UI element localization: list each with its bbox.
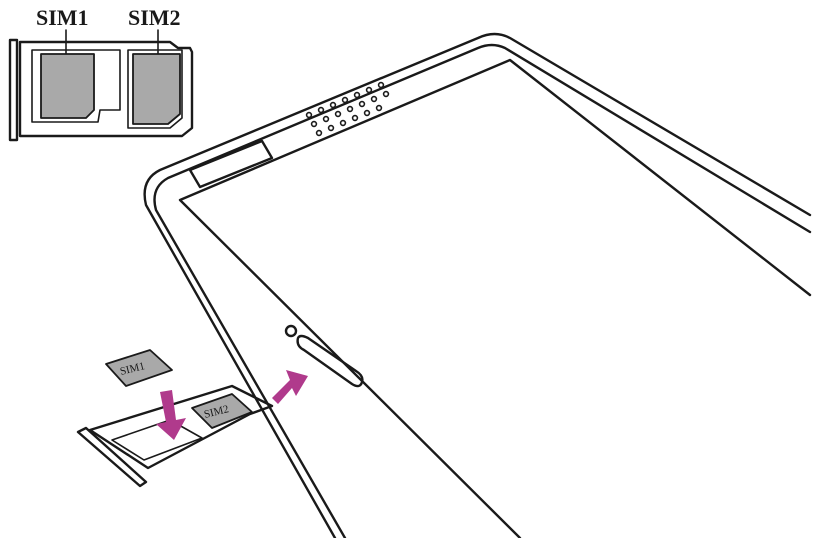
device-screen [180, 60, 810, 538]
sim2-label: SIM2 [128, 5, 181, 30]
arrow-down-icon [156, 390, 186, 440]
sim2-card-in-tray [133, 54, 180, 124]
device-body [145, 34, 810, 538]
sensor-window [190, 141, 272, 187]
arrow-right-icon [272, 370, 308, 404]
device-inner-edge [155, 45, 811, 538]
tray-pull-tab [78, 428, 146, 486]
device-outer-edge [145, 34, 810, 538]
sim1-card-in-tray [41, 54, 94, 118]
sim-tray-detail: SIM1 SIM2 [10, 5, 192, 140]
sim-tray-slot [298, 336, 363, 386]
loose-sim1-card: SIM1 [106, 350, 172, 386]
tray-eject-hole [286, 326, 296, 336]
tray-end-cap [10, 40, 17, 140]
sim1-label: SIM1 [36, 5, 89, 30]
